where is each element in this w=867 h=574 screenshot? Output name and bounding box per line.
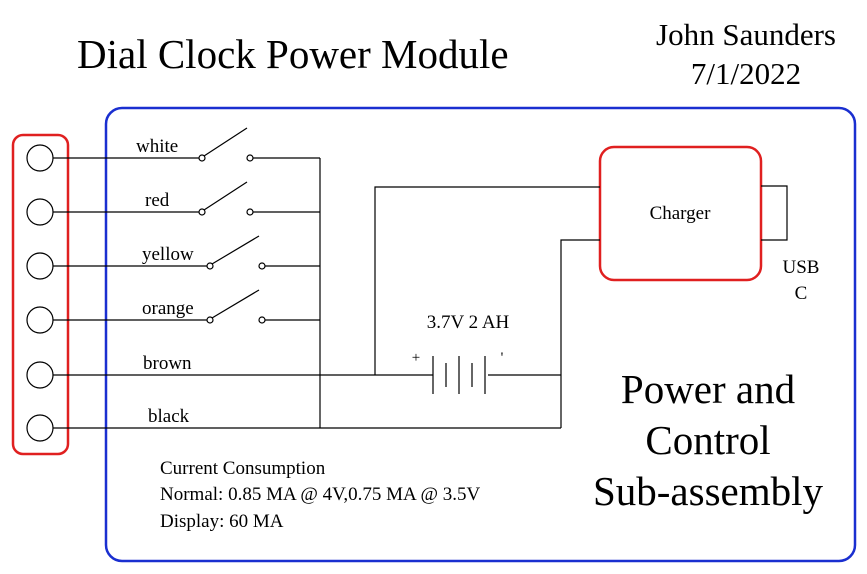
- wire-label-white: white: [136, 136, 178, 157]
- switch-contact: [246, 154, 254, 162]
- wire-label-orange: orange: [142, 298, 194, 319]
- connector-pin: [26, 144, 54, 172]
- connector-pins: [26, 144, 54, 442]
- connector-pin: [26, 306, 54, 334]
- usb-label-line1: USB: [783, 257, 820, 278]
- consumption-display: Display: 60 MA: [160, 511, 284, 532]
- wire-group: white red yellow orange brown black: [53, 127, 561, 429]
- charger-positive-wire: [374, 186, 600, 375]
- switch-contact: [206, 262, 214, 270]
- wire-label-black: black: [148, 406, 190, 427]
- charger-label: Charger: [650, 203, 712, 224]
- charger-box: [598, 145, 763, 282]
- wire-label-yellow: yellow: [142, 244, 194, 265]
- usb-port: [761, 185, 788, 241]
- connector-pin: [26, 252, 54, 280]
- switch-contact: [258, 262, 266, 270]
- diagram-title: Dial Clock Power Module: [77, 31, 509, 77]
- connector-pin: [26, 414, 54, 442]
- diagram-date: 7/1/2022: [691, 56, 801, 91]
- switch-contact: [258, 316, 266, 324]
- wire-label-red: red: [145, 190, 170, 211]
- charger-negative-wire: [560, 239, 600, 428]
- switch-contact: [246, 208, 254, 216]
- switch-arm: [211, 235, 260, 265]
- switch-contact: [198, 208, 206, 216]
- subassembly-line1: Power and: [621, 366, 795, 412]
- battery-plus-sign: +: [412, 350, 420, 366]
- battery-label: 3.7V 2 AH: [427, 312, 510, 333]
- switch-contact: [206, 316, 214, 324]
- switch-contact: [198, 154, 206, 162]
- connector-pin: [26, 361, 54, 389]
- consumption-normal: Normal: 0.85 MA @ 4V,0.75 MA @ 3.5V: [160, 484, 480, 505]
- connector-block: [11, 133, 70, 456]
- battery-minus-sign: ': [501, 350, 504, 366]
- consumption-heading: Current Consumption: [160, 458, 326, 479]
- usb-label-line2: C: [795, 283, 808, 304]
- subassembly-line2: Control: [645, 417, 770, 463]
- module-enclosure: [104, 106, 857, 563]
- battery-symbol: [432, 356, 486, 394]
- connector-pin: [26, 198, 54, 226]
- wire-label-brown: brown: [143, 353, 192, 374]
- switch-arm: [211, 289, 260, 319]
- switch-arm: [203, 181, 248, 211]
- switch-arm: [203, 127, 248, 157]
- author-name: John Saunders: [656, 17, 836, 52]
- subassembly-line3: Sub-assembly: [593, 468, 824, 514]
